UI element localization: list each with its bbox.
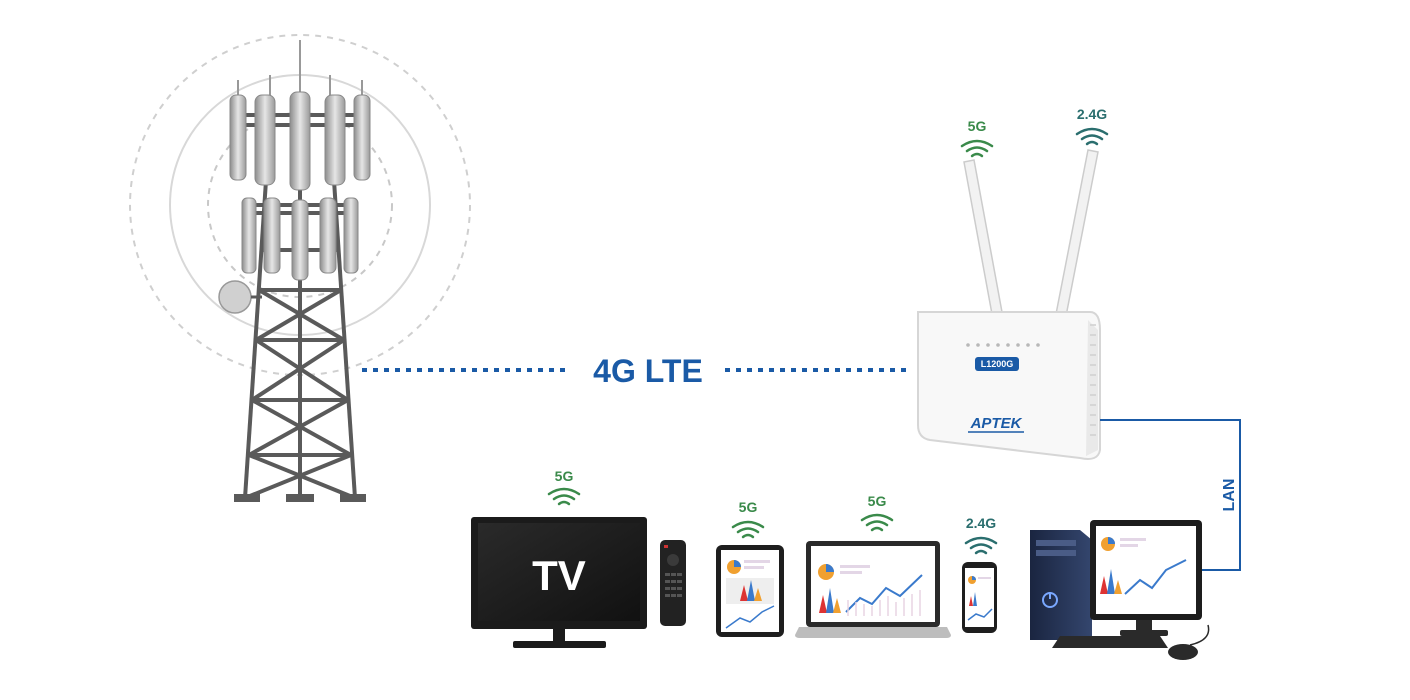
wifi-icon-router-24g xyxy=(1075,127,1109,146)
wifi-icon-tv xyxy=(547,487,581,506)
panel-antennas-upper xyxy=(229,91,371,191)
band-label-tablet: 5G xyxy=(739,499,758,515)
router-antenna-right xyxy=(1055,149,1099,317)
router-brand-logo: APTEK xyxy=(970,415,1023,432)
phone xyxy=(962,562,997,633)
mouse xyxy=(1168,644,1198,660)
desktop-pc xyxy=(1030,520,1210,660)
band-label-phone: 2.4G xyxy=(966,515,996,531)
router-model-badge xyxy=(975,357,1019,371)
mast-tips xyxy=(237,40,363,100)
router-antenna-left xyxy=(963,159,1003,315)
router-vents xyxy=(1090,324,1096,436)
laptop xyxy=(795,541,951,638)
lan-label: LAN xyxy=(1221,479,1238,512)
tv-remote xyxy=(660,540,686,626)
band-label-router-24g: 2.4G xyxy=(1077,106,1107,122)
keyboard xyxy=(1052,636,1168,648)
lan-link: LAN xyxy=(1100,419,1241,571)
wifi-icon-phone xyxy=(964,536,998,555)
cell-tower xyxy=(129,34,471,502)
tower-lattice xyxy=(238,113,362,500)
pc-tower xyxy=(1030,530,1092,640)
router-body xyxy=(917,311,1101,460)
tv: TV xyxy=(471,517,647,648)
tablet xyxy=(716,545,784,637)
band-label-laptop: 5G xyxy=(868,493,887,509)
pc-monitor xyxy=(1090,520,1202,636)
tv-screen xyxy=(478,523,640,621)
panel-antennas-lower xyxy=(241,197,359,281)
tv-screen-text: TV xyxy=(532,552,586,599)
router: L1200G APTEK xyxy=(917,149,1101,460)
tv-stand xyxy=(513,641,606,648)
router-leds xyxy=(966,343,1040,347)
router-model-label: L1200G xyxy=(981,359,1014,369)
lan-cable xyxy=(1100,419,1241,571)
wifi-icon-tablet xyxy=(731,520,765,539)
lte-link-label: 4G LTE xyxy=(593,353,703,389)
band-label-tv: 5G xyxy=(555,468,574,484)
wifi-icon-laptop xyxy=(860,513,894,532)
microwave-dish xyxy=(218,280,262,314)
lte-link: 4G LTE xyxy=(362,353,910,389)
band-label-router-5g: 5G xyxy=(968,118,987,134)
tower-feet xyxy=(234,494,366,502)
wifi-icon-router-5g xyxy=(960,139,994,158)
